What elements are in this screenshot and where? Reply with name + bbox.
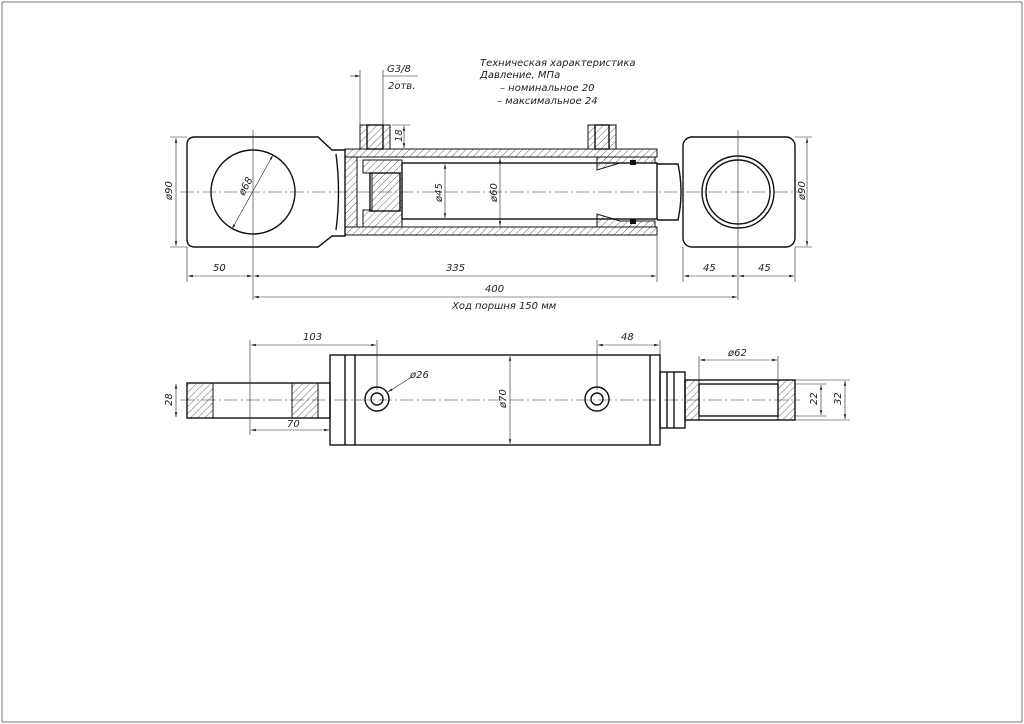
dim-400: 400 xyxy=(485,284,504,295)
port-height: 18 xyxy=(394,129,405,142)
dim-70-dia: ø70 xyxy=(498,389,509,409)
dim-70: 70 xyxy=(287,419,300,430)
hole-dia-label: ø68 xyxy=(236,176,255,199)
dim-22: 22 xyxy=(809,392,820,405)
technical-specs: Техническая характеристика Давление, МПа… xyxy=(479,58,636,107)
rod-dia-label: ø45 xyxy=(434,183,445,203)
port-boss-right xyxy=(584,386,610,412)
port-thread: G3/8 xyxy=(387,64,411,75)
dim-32: 32 xyxy=(833,392,844,405)
dim-48: 48 xyxy=(621,332,634,343)
dim-335: 335 xyxy=(446,263,465,274)
dim-26: ø26 xyxy=(409,370,429,381)
specs-nominal: – номинальное 20 xyxy=(500,83,595,94)
specs-maximum: – максимальное 24 xyxy=(497,96,598,107)
dim-45-a: 45 xyxy=(703,263,716,274)
port-right xyxy=(587,124,617,150)
side-view: 103 48 70 ø62 ø26 ø70 28 22 32 xyxy=(164,332,850,446)
piston xyxy=(362,159,403,228)
dim-45-b: 45 xyxy=(758,263,771,274)
stroke-label: Ход поршня 150 мм xyxy=(451,301,557,312)
top-section-view: ø68 G3/8 2отв. 18 xyxy=(164,64,812,312)
port-count: 2отв. xyxy=(388,81,415,92)
cylinder-bottom xyxy=(344,156,358,228)
port-boss-left xyxy=(364,386,390,412)
piston-rod xyxy=(401,162,658,220)
specs-pressure: Давление, МПа xyxy=(479,70,560,81)
left-eye-dia-label: ø90 xyxy=(164,181,175,201)
left-eye xyxy=(186,136,346,248)
dim-50: 50 xyxy=(213,263,226,274)
dim-28: 28 xyxy=(164,393,175,406)
dim-103: 103 xyxy=(303,332,322,343)
dim-62: ø62 xyxy=(727,348,747,359)
specs-title: Техническая характеристика xyxy=(480,58,636,69)
right-eye-dia-label: ø90 xyxy=(797,181,808,201)
port-left xyxy=(359,124,391,150)
bore-dia-label: ø60 xyxy=(489,183,500,203)
right-eye xyxy=(682,136,796,248)
